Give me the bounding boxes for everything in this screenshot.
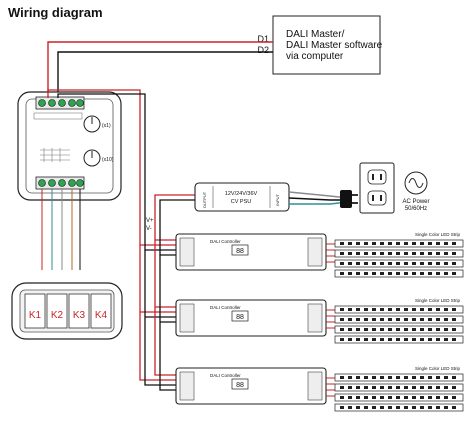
panel-wires xyxy=(41,189,81,270)
led-strip-group-2 xyxy=(334,305,464,344)
dali-bus-wire-d1 xyxy=(47,41,273,98)
mains-plug xyxy=(340,190,358,208)
wall-outlet xyxy=(359,162,395,214)
panel-key-k2[interactable]: K2 xyxy=(46,293,68,329)
wire-label-vplus: V+ xyxy=(146,218,154,224)
wire-label-vminus: V- xyxy=(146,226,152,232)
terminal-d2-label: D2 xyxy=(257,45,269,55)
dali-bus-wire-d2 xyxy=(57,51,273,98)
svg-text:88: 88 xyxy=(236,382,244,389)
mains-cable xyxy=(288,191,349,199)
dali-controller-1: 88 xyxy=(175,233,327,271)
svg-text:88: 88 xyxy=(236,248,244,255)
led-strip-label-1: Single Color LED Strip xyxy=(415,232,461,237)
panel-key-k1-label: K1 xyxy=(29,310,42,321)
dali-master-line-2: DALI Master software xyxy=(286,40,383,51)
diagram-title: Wiring diagram xyxy=(8,5,103,20)
led-strip-label-2: Single Color LED Strip xyxy=(415,298,461,303)
ac-power-line-1: AC Power xyxy=(402,199,429,205)
ac-power-line-2: 50/60Hz xyxy=(405,206,427,212)
rotary-x10-label: (x10) xyxy=(102,157,114,163)
dali-controller-1-label: DALI Controller xyxy=(210,239,241,244)
dali-controller-2-label: DALI Controller xyxy=(210,305,241,310)
led-strip-group-3 xyxy=(334,373,464,412)
led-strip-label-3: Single Color LED Strip xyxy=(415,366,461,371)
panel-key-k4[interactable]: K4 xyxy=(90,293,112,329)
panel-key-k3[interactable]: K3 xyxy=(68,293,90,329)
rotary-x1-label: (x1) xyxy=(102,123,111,129)
psu-label-1: 12V/24V/36V xyxy=(225,191,258,197)
psu-label-2: CV PSU xyxy=(231,199,252,205)
panel-key-k2-label: K2 xyxy=(51,310,64,321)
panel-key-k3-label: K3 xyxy=(73,310,86,321)
dali-master-line-3: via computer xyxy=(286,51,344,62)
terminal-d1-label: D1 xyxy=(257,34,269,44)
ac-power-icon xyxy=(404,171,428,195)
cv-psu xyxy=(194,182,290,212)
panel-key-k1[interactable]: K1 xyxy=(24,293,46,329)
switch-module: (x1) (x10) xyxy=(17,91,122,201)
dali-master-box xyxy=(272,15,381,75)
led-strip-group-1 xyxy=(334,239,464,278)
strip-wires xyxy=(326,243,335,397)
dali-controller-3: 88 xyxy=(175,367,327,405)
power-wires xyxy=(154,194,195,391)
dali-master-line-1: DALI Master/ xyxy=(286,29,345,40)
psu-output-label: OUTPUT xyxy=(202,191,207,208)
svg-text:88: 88 xyxy=(236,314,244,321)
dali-controller-3-label: DALI Controller xyxy=(210,373,241,378)
panel-key-k4-label: K4 xyxy=(95,310,108,321)
psu-input-label: INPUT xyxy=(275,193,280,206)
dali-controller-2: 88 xyxy=(175,299,327,337)
